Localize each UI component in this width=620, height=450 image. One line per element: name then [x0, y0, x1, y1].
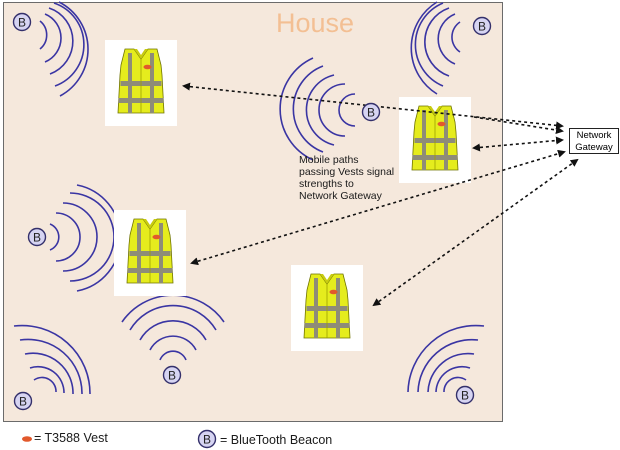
svg-text:B: B — [18, 16, 26, 30]
beacon-bottom-left: B — [13, 391, 33, 411]
svg-text:B: B — [168, 369, 176, 383]
svg-text:B: B — [33, 231, 41, 245]
network-gateway-box: Network Gateway — [569, 128, 619, 154]
signal-waves-top-left — [39, 1, 89, 97]
vest-bottom — [290, 264, 364, 352]
svg-text:B: B — [478, 20, 486, 34]
svg-text:B: B — [367, 106, 375, 120]
legend-beacon-label: = BlueTooth Beacon — [220, 433, 333, 447]
svg-text:B: B — [461, 389, 469, 403]
beacon-bottom-center: B — [162, 365, 182, 385]
beacon-mid-left: B — [27, 227, 47, 247]
signal-waves-center — [279, 57, 356, 161]
legend-beacon-icon: B — [197, 429, 217, 449]
gateway-label-line: Network — [576, 130, 612, 141]
svg-text:B: B — [19, 395, 27, 409]
signal-waves-top-right — [410, 1, 461, 95]
signal-waves-mid-left — [49, 184, 122, 292]
vest-top-left — [104, 39, 178, 127]
vest-mid-left — [113, 209, 187, 297]
note-line: Mobile paths — [299, 154, 359, 166]
beacon-bottom-right: B — [455, 385, 475, 405]
note-line: strengths to — [299, 178, 354, 190]
signal-waves-bottom-center — [121, 294, 225, 361]
path-vest-right-to-gateway-lower — [472, 136, 564, 152]
gateway-label-line: Gateway — [575, 141, 613, 153]
legend-vest-label: = T3588 Vest — [34, 431, 108, 445]
svg-text:B: B — [203, 433, 211, 447]
note-line: passing Vests signal — [299, 166, 395, 178]
beacon-top-right: B — [472, 16, 492, 36]
note-line: Network Gateway — [299, 190, 382, 202]
beacon-top-left: B — [12, 12, 32, 32]
legend-vest-badge-icon — [22, 436, 32, 442]
vest-right — [398, 96, 472, 184]
path-vest-right-to-gateway-upper — [473, 116, 564, 135]
signal-waves-bottom-right — [407, 324, 485, 393]
signal-waves-bottom-left — [13, 324, 91, 395]
beacon-center: B — [361, 102, 381, 122]
house-title: House — [276, 8, 355, 38]
mobile-paths-note: Mobile paths passing Vests signal streng… — [299, 154, 395, 202]
